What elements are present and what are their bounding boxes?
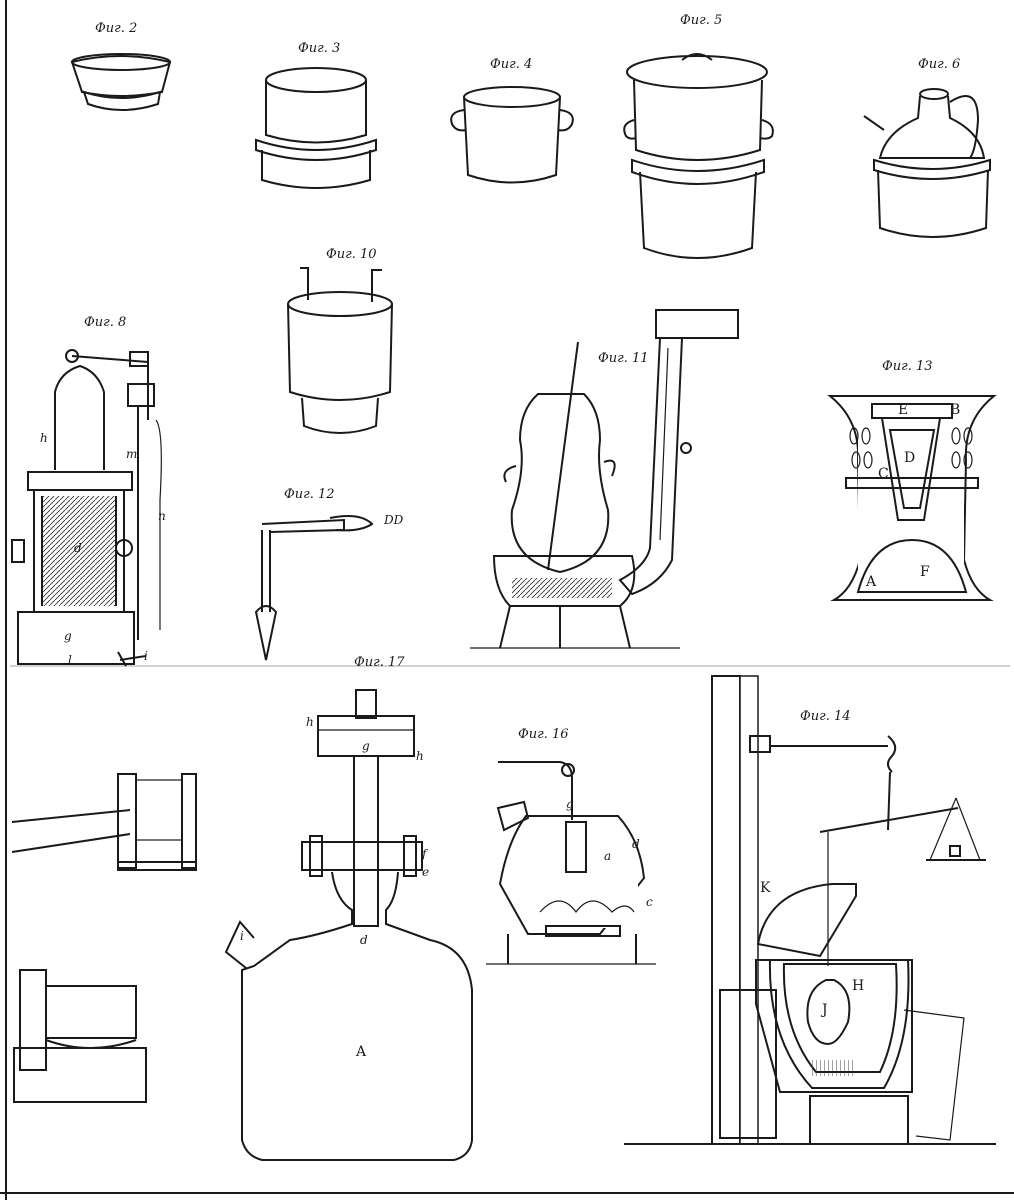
figure-16-label: Фиг. 16 bbox=[518, 727, 569, 742]
fig17-letter-e: e bbox=[422, 865, 429, 879]
figure-13: Фиг. 13 E B D C A F bbox=[827, 359, 997, 601]
fig17-letter-h-side: h bbox=[416, 749, 424, 763]
figure-8: Фиг. 8 h m n d g l i bbox=[11, 315, 166, 667]
figure-4-label: Фиг. 4 bbox=[490, 57, 532, 72]
figure-13-label: Фиг. 13 bbox=[882, 359, 933, 374]
fig17-letter-A: A bbox=[355, 1044, 367, 1060]
figure-5: Фиг. 5 bbox=[623, 13, 774, 259]
fig8-letter-i: i bbox=[144, 649, 148, 663]
figure-3: Фиг. 3 bbox=[255, 41, 377, 189]
figure-17: Фиг. 17 h g h f e d i A bbox=[224, 655, 473, 1161]
fig17-letter-i: i bbox=[240, 929, 244, 943]
fig13-letter-E: E bbox=[898, 402, 908, 418]
fig8-letter-g: g bbox=[64, 629, 72, 643]
fig13-side-holes bbox=[849, 427, 973, 469]
fig13-letter-B: B bbox=[950, 402, 960, 418]
figure-4: Фиг. 4 bbox=[450, 57, 574, 184]
figure-5-label: Фиг. 5 bbox=[680, 13, 722, 28]
fig8-letter-n: n bbox=[158, 509, 166, 523]
figure-12-label: Фиг. 12 bbox=[284, 487, 335, 502]
fig13-letter-A: A bbox=[865, 574, 877, 590]
figure-11: Фиг. 11 bbox=[470, 309, 739, 649]
fig8-letter-m: m bbox=[126, 447, 137, 461]
fig17-letter-h-top: h bbox=[306, 715, 314, 729]
fig14-letter-K: K bbox=[760, 880, 771, 896]
fig12-mark: DD bbox=[383, 513, 404, 527]
fig8-letter-d: d bbox=[74, 541, 82, 555]
figure-2: Фиг. 2 bbox=[70, 21, 172, 111]
figure-6-label: Фиг. 6 bbox=[918, 57, 960, 72]
figure-10: Фиг. 10 bbox=[287, 247, 393, 434]
figure-2-label: Фиг. 2 bbox=[95, 21, 137, 36]
figure-10-label: Фиг. 10 bbox=[326, 247, 377, 262]
figure-11-label: Фиг. 11 bbox=[598, 351, 649, 366]
figure-8-label: Фиг. 8 bbox=[84, 315, 126, 330]
partial-furnace-lower bbox=[13, 969, 147, 1103]
figure-3-label: Фиг. 3 bbox=[298, 41, 340, 56]
figure-12: Фиг. 12 DD bbox=[254, 487, 404, 661]
figure-16: Фиг. 16 g a d c bbox=[486, 727, 656, 965]
partial-furnace-upper bbox=[11, 773, 197, 871]
fig16-letter-c: c bbox=[646, 895, 653, 909]
fig13-letter-C: C bbox=[878, 466, 889, 482]
figure-14: Фиг. 14 K H J bbox=[624, 675, 996, 1145]
figure-14-label: Фиг. 14 bbox=[800, 709, 851, 724]
fig13-letter-D: D bbox=[904, 450, 915, 466]
figure-17-label: Фиг. 17 bbox=[354, 655, 405, 670]
fig8-letter-l: l bbox=[68, 653, 72, 667]
fig17-letter-d: d bbox=[360, 933, 368, 947]
fig8-letter-h: h bbox=[40, 431, 48, 445]
fig14-letter-J: J bbox=[820, 1002, 828, 1018]
fig16-letter-g: g bbox=[566, 797, 574, 811]
figure-6: Фиг. 6 bbox=[863, 57, 991, 238]
fig17-letter-f: f bbox=[421, 847, 429, 861]
fig16-letter-d: d bbox=[632, 837, 640, 851]
fig13-letter-F: F bbox=[920, 564, 930, 580]
fig14-letter-H: H bbox=[852, 978, 864, 994]
fig17-letter-g: g bbox=[362, 739, 370, 753]
fig16-letter-a: a bbox=[604, 849, 611, 863]
